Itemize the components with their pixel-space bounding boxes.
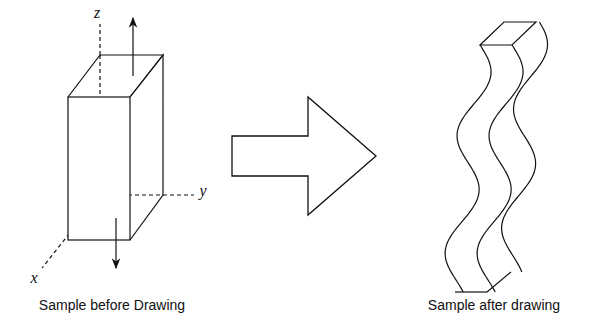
caption-text: Sample after drawing bbox=[428, 298, 560, 312]
process-arrow bbox=[232, 97, 376, 215]
hidden-axes bbox=[42, 24, 194, 268]
caption-text: Sample before Drawing bbox=[39, 298, 185, 312]
axis-label: x bbox=[30, 270, 37, 286]
force-arrow bbox=[132, 18, 133, 76]
axis-label: y bbox=[199, 183, 206, 199]
drawn-sample bbox=[445, 22, 547, 292]
force-arrow bbox=[115, 218, 116, 268]
sample-block bbox=[68, 55, 163, 240]
axis-label: z bbox=[94, 5, 100, 21]
